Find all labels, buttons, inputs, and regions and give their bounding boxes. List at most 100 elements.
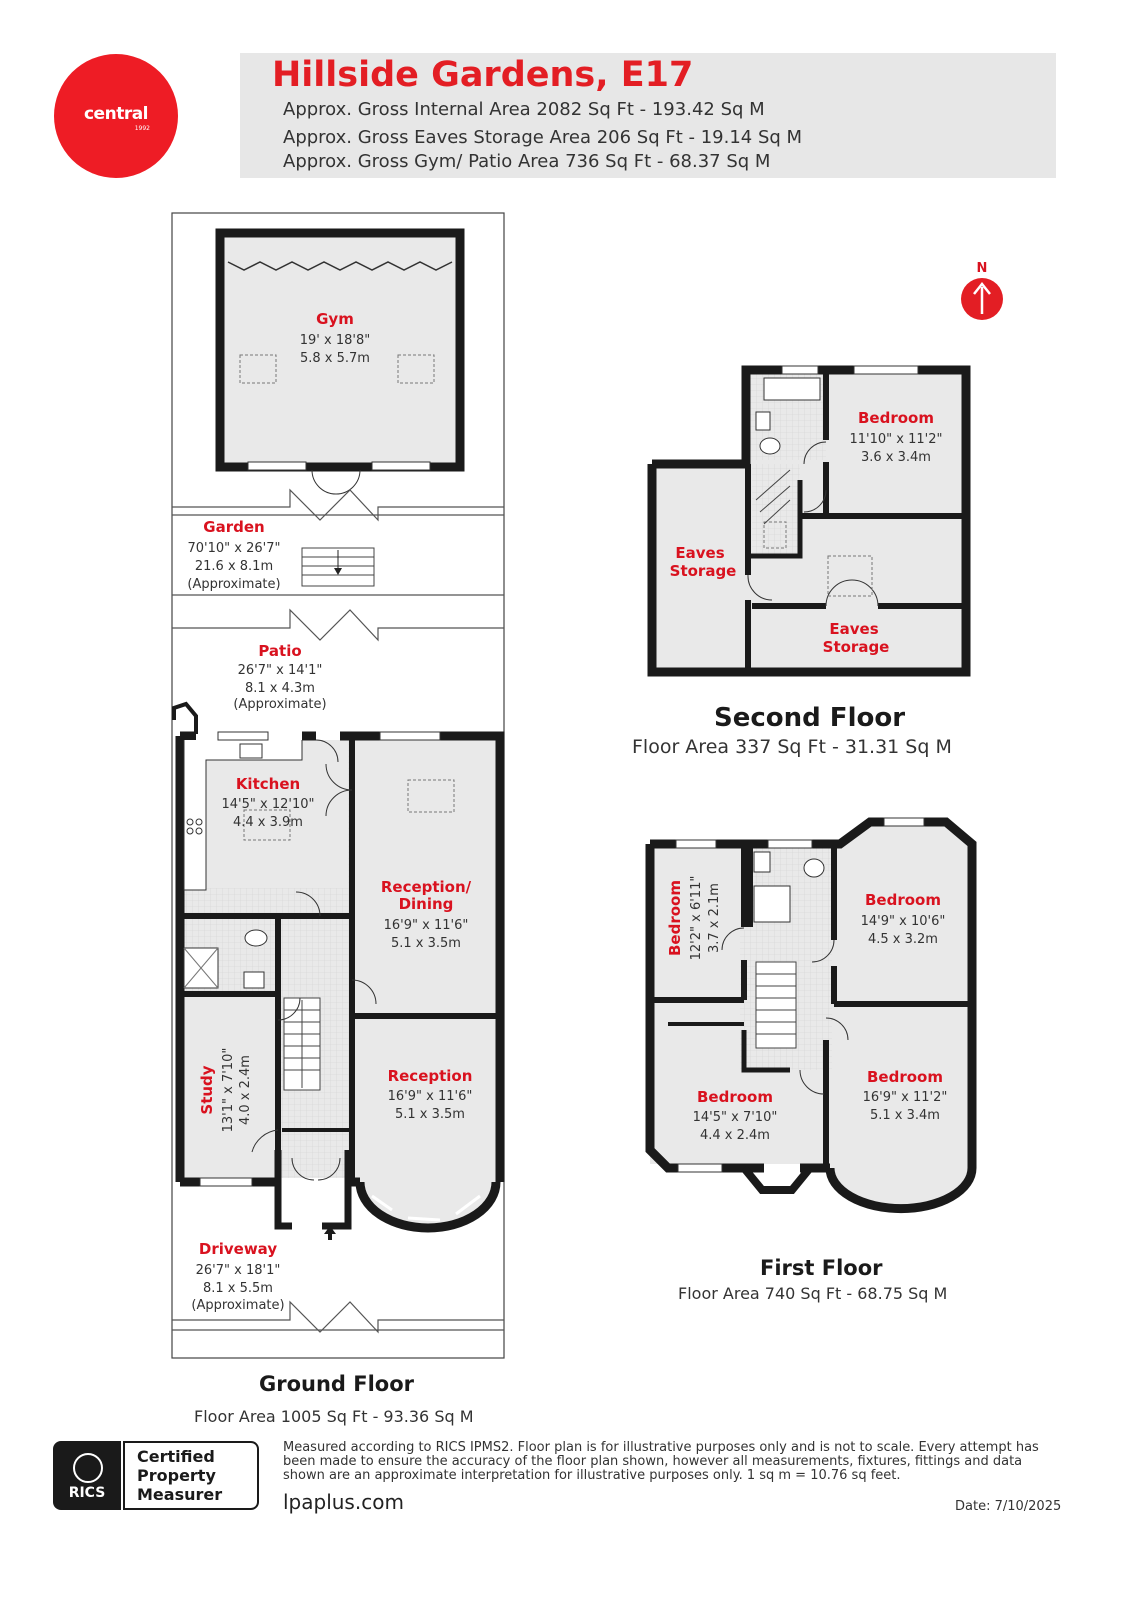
ground-floor-plan: Gym 19' x 18'8" 5.8 x 5.7m Garden 70'10"… bbox=[171, 212, 505, 1359]
garden-dim-metric: 21.6 x 8.1m bbox=[195, 559, 273, 574]
gym-double-door bbox=[311, 469, 361, 495]
study-floor bbox=[180, 995, 276, 1178]
hob-ring bbox=[186, 827, 194, 835]
reception-label: Reception bbox=[388, 1067, 473, 1085]
gross-internal-area: Approx. Gross Internal Area 2082 Sq Ft -… bbox=[283, 99, 765, 120]
study-dim-imperial: 13'1" x 7'10" bbox=[221, 1048, 236, 1133]
ff-bedroom-front-right-dim-metric: 4.5 x 3.2m bbox=[868, 932, 938, 947]
kitchen-dim-imperial: 14'5" x 12'10" bbox=[222, 797, 315, 812]
gym-skylight-right bbox=[397, 354, 435, 384]
sf-bedroom-label: Bedroom bbox=[858, 409, 934, 427]
patio-note: (Approximate) bbox=[233, 697, 326, 712]
ground-wc bbox=[244, 929, 268, 947]
kitchen-sink bbox=[239, 743, 263, 759]
certified-line3: Measurer bbox=[137, 1485, 223, 1504]
website-link[interactable]: lpaplus.com bbox=[283, 1490, 404, 1514]
driveway-dim-imperial: 26'7" x 18'1" bbox=[196, 1263, 281, 1278]
hob-ring bbox=[186, 818, 194, 826]
sf-bedroom-dim-metric: 3.6 x 3.4m bbox=[861, 450, 931, 465]
plan-date: Date: 7/10/2025 bbox=[955, 1499, 1062, 1514]
sf-eaves-left-line2: Storage bbox=[670, 562, 737, 580]
reception-dining-dim-imperial: 16'9" x 11'6" bbox=[384, 918, 469, 933]
gym-skylight-left bbox=[239, 354, 277, 384]
gym-room bbox=[215, 228, 465, 472]
reception-dining-dim-metric: 5.1 x 3.5m bbox=[391, 936, 461, 951]
ground-basin bbox=[243, 971, 265, 989]
property-title: Hillside Gardens, E17 bbox=[272, 55, 694, 95]
ff-bedroom-rear-right-dim-metric: 5.1 x 3.4m bbox=[870, 1108, 940, 1123]
disclaimer-text: Measured according to RICS IPMS2. Floor … bbox=[283, 1440, 1039, 1483]
rics-label: RICS bbox=[68, 1485, 106, 1501]
ground-floor-area: Floor Area 1005 Sq Ft - 93.36 Sq M bbox=[194, 1407, 474, 1426]
hob-ring bbox=[195, 827, 203, 835]
gym-dim-metric: 5.8 x 5.7m bbox=[300, 351, 370, 366]
brand-year: 1992 bbox=[134, 125, 150, 132]
second-floor-bath bbox=[763, 377, 821, 401]
second-floor-title: Second Floor bbox=[714, 703, 906, 733]
driveway-note: (Approximate) bbox=[191, 1298, 284, 1313]
ff-bedroom-front-right-label: Bedroom bbox=[865, 891, 941, 909]
reception-floor bbox=[354, 1016, 496, 1178]
brand-name: central bbox=[83, 104, 149, 124]
gym-dim-imperial: 19' x 18'8" bbox=[300, 333, 370, 348]
kitchen-floor bbox=[206, 740, 348, 888]
gym-window-left bbox=[247, 461, 307, 471]
garden-note: (Approximate) bbox=[187, 577, 280, 592]
ff-bedroom-small-dim-imperial: 12'2" x 6'11" bbox=[689, 876, 704, 961]
reception-bay-floor bbox=[356, 1178, 496, 1224]
gross-gym-patio-area: Approx. Gross Gym/ Patio Area 736 Sq Ft … bbox=[283, 151, 771, 172]
patio-dim-imperial: 26'7" x 14'1" bbox=[238, 663, 323, 678]
reception-dim-metric: 5.1 x 3.5m bbox=[395, 1107, 465, 1122]
ff-bedroom-small-label: Bedroom bbox=[666, 880, 684, 956]
study-dim-metric: 4.0 x 2.4m bbox=[238, 1055, 253, 1125]
compass-label: N bbox=[977, 261, 988, 276]
garden-dim-imperial: 70'10" x 26'7" bbox=[188, 541, 281, 556]
driveway-dim-metric: 8.1 x 5.5m bbox=[203, 1281, 273, 1296]
first-floor-area: Floor Area 740 Sq Ft - 68.75 Sq M bbox=[678, 1284, 948, 1303]
garden-break-line bbox=[172, 488, 504, 522]
rics-badge: RICS Certified Property Measurer bbox=[53, 1441, 259, 1510]
sf-bedroom-dim-imperial: 11'10" x 11'2" bbox=[850, 432, 943, 447]
reception-dim-imperial: 16'9" x 11'6" bbox=[388, 1089, 473, 1104]
certified-line2: Property bbox=[137, 1466, 216, 1485]
gym-bifold-door bbox=[227, 261, 453, 271]
patio-break-line bbox=[172, 608, 504, 642]
gym-label: Gym bbox=[316, 310, 354, 328]
gross-eaves-area: Approx. Gross Eaves Storage Area 206 Sq … bbox=[283, 127, 803, 148]
reception-dining-floor bbox=[354, 740, 496, 1016]
kitchen-dim-metric: 4.4 x 3.9m bbox=[233, 815, 303, 830]
garden-label: Garden bbox=[203, 518, 264, 536]
ff-bedroom-rear-left-dim-imperial: 14'5" x 7'10" bbox=[693, 1110, 778, 1125]
garden-steps bbox=[301, 547, 375, 587]
sf-eaves-right-line2: Storage bbox=[823, 638, 890, 656]
ground-stairs bbox=[283, 997, 321, 1091]
patio-label: Patio bbox=[258, 642, 301, 660]
patio-dim-metric: 8.1 x 4.3m bbox=[245, 681, 315, 696]
second-floor-plan: Bedroom 11'10" x 11'2" 3.6 x 3.4m Eaves … bbox=[647, 365, 971, 677]
rics-lion-icon bbox=[73, 1453, 103, 1483]
ground-floor-title: Ground Floor bbox=[259, 1372, 415, 1396]
brand-logo: central 1992 bbox=[54, 54, 178, 178]
reception-dining-label-line1: Reception/ bbox=[381, 878, 472, 896]
ff-bedroom-rear-right-dim-imperial: 16'9" x 11'2" bbox=[863, 1090, 948, 1105]
first-floor-shower bbox=[753, 885, 791, 923]
ff-bedroom-rear-right-label: Bedroom bbox=[867, 1068, 943, 1086]
rics-logo: RICS bbox=[53, 1441, 121, 1510]
ff-bedroom-small-dim-metric: 3.7 x 2.1m bbox=[707, 883, 722, 953]
hob-ring bbox=[195, 818, 203, 826]
ff-bedroom-front-right-dim-imperial: 14'9" x 10'6" bbox=[861, 914, 946, 929]
house-ground-floor bbox=[172, 701, 505, 1240]
certified-line1: Certified bbox=[137, 1447, 215, 1466]
sf-eaves-left-line1: Eaves bbox=[675, 544, 724, 562]
ff-bedroom-rear-left-label: Bedroom bbox=[697, 1088, 773, 1106]
kitchen-label: Kitchen bbox=[236, 775, 300, 793]
first-floor-plan: Bedroom 14'9" x 10'6" 4.5 x 3.2m Bedroom… bbox=[645, 817, 977, 1214]
second-floor-area: Floor Area 337 Sq Ft - 31.31 Sq M bbox=[632, 736, 952, 758]
study-label: Study bbox=[198, 1065, 216, 1114]
header-panel: Hillside Gardens, E17 Approx. Gross Inte… bbox=[240, 53, 1056, 178]
driveway-break-line bbox=[172, 1300, 504, 1334]
ff-bedroom-rear-left-dim-metric: 4.4 x 2.4m bbox=[700, 1128, 770, 1143]
north-compass: N bbox=[961, 261, 1003, 320]
sf-eaves-right-line1: Eaves bbox=[829, 620, 878, 638]
